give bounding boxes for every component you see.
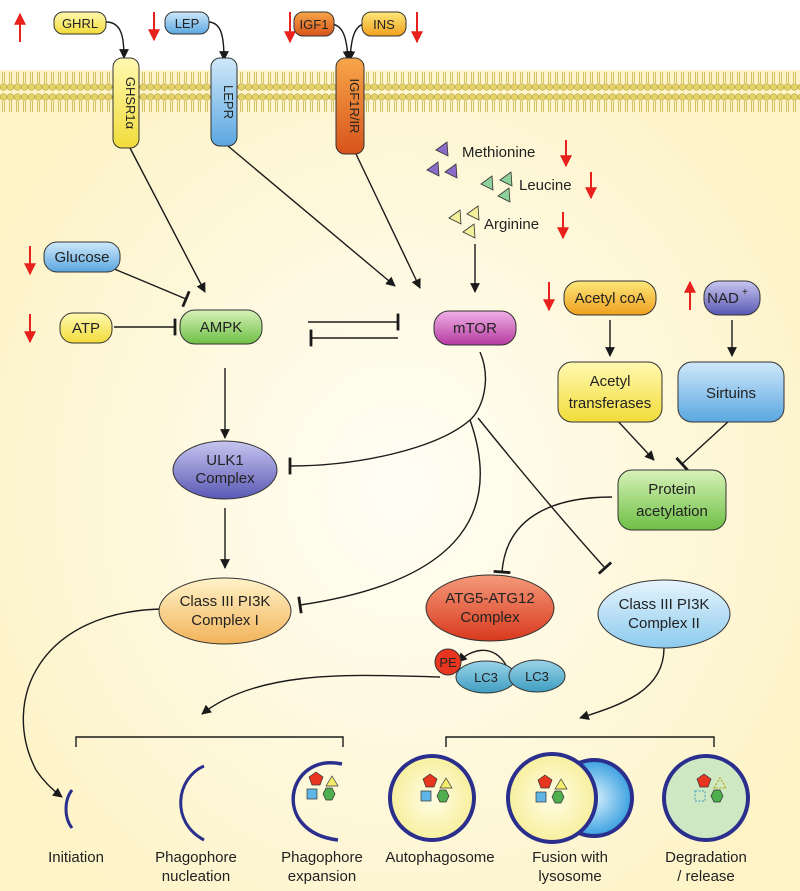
pi3k-complex-1-node: Class III PI3K Complex I <box>158 577 292 645</box>
fusion-caption-line1: Fusion with <box>532 849 608 866</box>
methionine-label: Methionine <box>462 144 535 161</box>
atg-line2: Complex <box>460 609 520 626</box>
receptor-igf1r: IGF1R/IR <box>335 57 365 155</box>
sirtuins-node: Sirtuins <box>677 361 785 423</box>
ligand-lep: LEP <box>164 11 210 35</box>
atp-node: ATP <box>59 312 113 344</box>
phagophore-expansion-graphic <box>291 761 343 842</box>
mtor-node: mTOR <box>433 310 517 346</box>
leucine-label: Leucine <box>519 177 572 194</box>
methionine-triangles <box>426 141 458 179</box>
igf1-label: IGF1 <box>300 17 329 32</box>
autophagosome-caption: Autophagosome <box>385 849 494 866</box>
nucleation-caption-line1: Phagophore <box>155 849 237 866</box>
leucine-triangles <box>480 171 513 203</box>
receptor-ghsr1a: GHSR1α <box>112 57 140 149</box>
receptor-lepr: LEPR <box>210 57 238 147</box>
acetyl-transferases-node: Acetyl transferases <box>557 361 663 423</box>
lep-label: LEP <box>175 16 200 31</box>
ghrl-label: GHRL <box>62 16 98 31</box>
degradation-release-graphic <box>662 754 750 842</box>
regulation-arrows <box>14 12 696 344</box>
protein-acetylation-node: Protein acetylation <box>617 469 727 531</box>
nad-label: NAD <box>707 290 739 307</box>
phagophore-nucleation-graphic <box>179 764 205 842</box>
protein-acetylation-line1: Protein <box>648 481 696 498</box>
sirtuins-label: Sirtuins <box>706 385 756 402</box>
acetyl-coa-label: Acetyl coA <box>575 290 646 307</box>
ligand-ins: INS <box>361 11 407 37</box>
ulk1-complex-node: ULK1 Complex <box>172 440 278 500</box>
ampk-label: AMPK <box>200 319 243 336</box>
ghsr1a-label: GHSR1α <box>123 77 138 130</box>
pi3k2-line2: Complex II <box>628 615 700 632</box>
ulk1-line1: ULK1 <box>206 452 244 469</box>
atg-line1: ATG5-ATG12 <box>445 590 534 607</box>
ligand-igf1: IGF1 <box>293 11 335 37</box>
nad-superscript: + <box>742 287 748 298</box>
pe-label: PE <box>439 655 457 670</box>
lc3-free: LC3 <box>508 659 566 693</box>
igf1r-label: IGF1R/IR <box>347 79 362 134</box>
ligand-ghrl: GHRL <box>53 11 107 35</box>
lepr-label: LEPR <box>221 85 236 119</box>
degradation-caption-line1: Degradation <box>665 849 747 866</box>
pi3k-complex-2-node: Class III PI3K Complex II <box>597 579 731 649</box>
mtor-label: mTOR <box>453 320 497 337</box>
nad-node: NAD + <box>703 280 761 316</box>
autophagosome-graphic <box>388 754 476 842</box>
atg5-atg12-complex-node: ATG5-ATG12 Complex <box>425 574 555 642</box>
expansion-caption-line2: expansion <box>288 868 356 885</box>
fusion-caption-line2: lysosome <box>538 868 601 885</box>
atp-label: ATP <box>72 320 100 337</box>
pi3k2-line1: Class III PI3K <box>619 596 710 613</box>
ulk1-line2: Complex <box>195 470 255 487</box>
nucleation-caption-line2: nucleation <box>162 868 230 885</box>
acetyl-coa-node: Acetyl coA <box>563 280 657 316</box>
initiation-caption: Initiation <box>48 849 104 866</box>
glucose-label: Glucose <box>54 249 109 266</box>
lc3-free-label: LC3 <box>525 669 549 684</box>
degradation-caption-line2: / release <box>677 868 735 885</box>
lc3-pe-conjugate: LC3 PE <box>434 648 517 694</box>
acetyl-transferases-line1: Acetyl <box>590 373 631 390</box>
glucose-node: Glucose <box>43 241 121 273</box>
arginine-triangles <box>448 205 480 239</box>
expansion-caption-line1: Phagophore <box>281 849 363 866</box>
acetyl-transferases-line2: transferases <box>569 395 652 412</box>
pi3k1-line2: Complex I <box>191 612 259 629</box>
lc3-conjugated-label: LC3 <box>474 670 498 685</box>
fusion-with-lysosome-graphic <box>506 752 634 844</box>
initiation-graphic <box>64 789 74 829</box>
pi3k1-line1: Class III PI3K <box>180 593 271 610</box>
ampk-node: AMPK <box>179 309 263 345</box>
arginine-label: Arginine <box>484 216 539 233</box>
protein-acetylation-line2: acetylation <box>636 503 708 520</box>
ins-label: INS <box>373 17 395 32</box>
